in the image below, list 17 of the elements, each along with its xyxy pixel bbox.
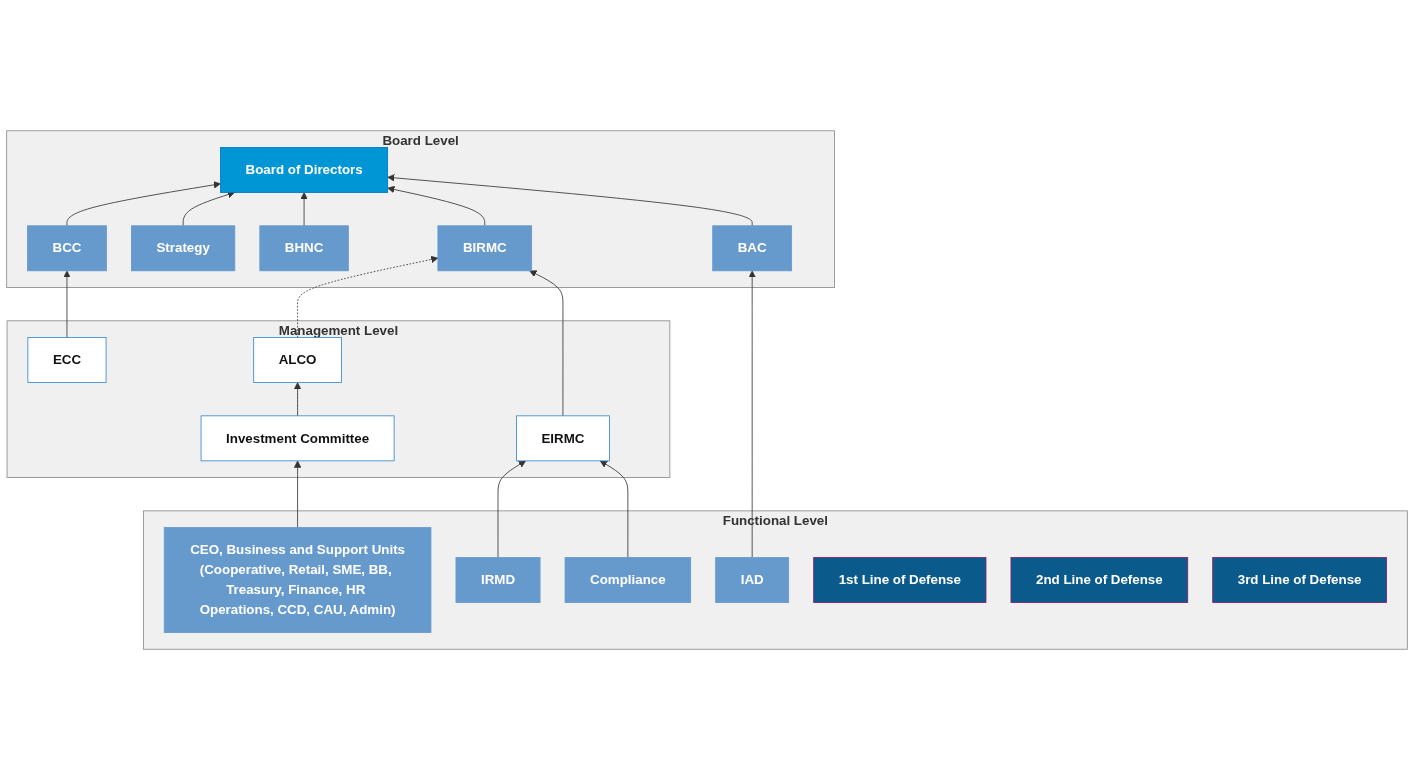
node-box: Board of Directors <box>220 147 389 193</box>
node-box: ECC <box>27 337 107 383</box>
node-box: IAD <box>715 557 790 603</box>
node-box: BIRMC <box>437 225 533 272</box>
node-box: 3rd Line of Defense <box>1212 557 1387 603</box>
node-box: IRMD <box>455 557 541 603</box>
node-box: BHNC <box>259 225 349 272</box>
node-box: BAC <box>712 225 793 272</box>
node-box: ALCO <box>253 337 342 383</box>
node-box: 2nd Line of Defense <box>1010 557 1189 603</box>
node-box: EIRMC <box>516 415 610 462</box>
node-box: BCC <box>27 225 107 272</box>
node-box: Strategy <box>131 225 236 272</box>
node-box: CEO, Business and Support Units (Cooperative, Retail, SME, BB, Treasury, Finance, HR Operations, CCD, CAU, Admin) <box>163 527 432 633</box>
node-box: Investment Committee <box>200 415 395 462</box>
node-box: 1st Line of Defense <box>813 557 987 603</box>
node-box: Compliance <box>564 557 692 603</box>
